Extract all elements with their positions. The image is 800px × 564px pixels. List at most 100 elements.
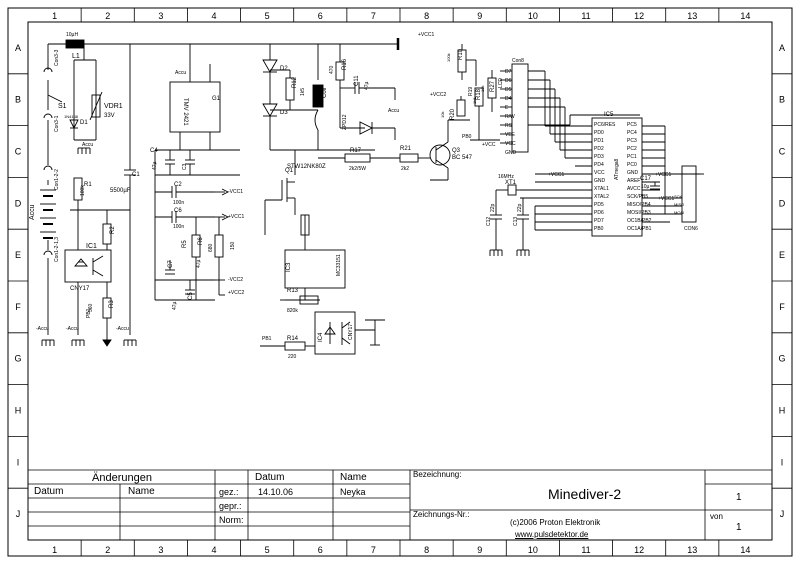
row-marker: A	[779, 43, 785, 53]
mcu-pin-left: PD1	[594, 138, 604, 144]
label-r27: R27	[490, 80, 496, 92]
label-c7_val: 47µ	[196, 259, 202, 268]
isp-pin: MOSI	[674, 210, 684, 215]
title-block-lines	[28, 469, 772, 540]
lcd-pin-vcc: VCC	[505, 141, 516, 147]
mcu-pin-right: PC1	[627, 154, 637, 160]
norm-label: Norm:	[219, 515, 244, 525]
label-r17_val: 2k2/5W	[349, 166, 366, 172]
row-marker: B	[779, 95, 785, 105]
column-marker: 12	[634, 11, 644, 21]
row-marker: J	[16, 509, 21, 519]
mcu-pin-right: SCK/PB5	[627, 194, 648, 200]
sheet-number: 1	[736, 492, 742, 503]
label-r20_val: 10k	[440, 112, 445, 118]
label-c1_val: 5500µF	[110, 188, 131, 194]
row-marker: H	[15, 406, 22, 416]
drawn-label: gez.:	[219, 487, 239, 497]
changes-header: Änderungen	[92, 472, 152, 484]
isp-pin: MISO	[674, 202, 684, 207]
label-q3_part: BC 547	[452, 155, 473, 161]
label-c4_val: 47µ	[152, 161, 158, 170]
label-ic5_part: ATmega8	[614, 158, 620, 180]
label-c2_val: 100n	[173, 200, 184, 206]
row-marker: B	[15, 95, 21, 105]
column-marker: 7	[371, 545, 376, 555]
mcu-pin-left: PC6/RES	[594, 122, 616, 128]
label-r6: R6	[198, 237, 204, 245]
label-r20: R20	[450, 108, 456, 120]
mcu-pin-right: PC3	[627, 138, 637, 144]
lcd-pin-d7: D7	[505, 69, 512, 75]
label-minus-accu-1: -Accu	[36, 326, 49, 332]
isp-pin: SCK	[674, 194, 683, 199]
label-accu: Accu	[29, 204, 36, 220]
column-marker: 9	[477, 11, 482, 21]
label-ic1_part: CNY17	[70, 286, 90, 292]
column-marker: 10	[528, 545, 538, 555]
label-con6: CON6	[684, 226, 698, 232]
label-vcc2-q3: +VCC2	[430, 92, 446, 98]
label-r6_val: 150	[230, 241, 236, 250]
label-con8: Con8	[512, 58, 524, 64]
column-marker: 13	[687, 11, 697, 21]
label-c12: C12	[486, 217, 492, 226]
label-minus-accu-3: -Accu	[116, 326, 129, 332]
label-r12: R12	[292, 76, 298, 88]
column-marker: 1	[52, 11, 57, 21]
inner-frame	[27, 21, 773, 541]
row-marker: H	[779, 406, 786, 416]
col-datum: Datum	[34, 486, 64, 497]
row-marker: F	[779, 302, 785, 312]
mcu-pin-left: XTAL2	[594, 194, 609, 200]
row-marker: F	[15, 302, 21, 312]
mcu-pin-left: PD6	[594, 210, 604, 216]
label-c13: C13	[513, 217, 519, 226]
label-r17: R17	[350, 148, 362, 154]
wiring	[40, 38, 704, 355]
label-c6_val: 100n	[173, 224, 184, 230]
column-marker: 12	[634, 545, 644, 555]
mcu-pin-left: GND	[594, 178, 606, 184]
label-ic3: IC3	[286, 262, 292, 272]
label-r1: R1	[84, 182, 92, 188]
column-marker: 8	[424, 11, 429, 21]
label-r18: R18	[476, 88, 482, 100]
column-marker: 10	[528, 11, 538, 21]
lcd-pin-rs: RS	[505, 123, 513, 129]
checked-label: gepr.:	[219, 501, 242, 511]
row-marker: E	[779, 250, 785, 260]
label-ic1: IC1	[86, 243, 97, 250]
mcu-pin-left: PD2	[594, 146, 604, 152]
mcu-pin-left: PD4	[594, 162, 604, 168]
lcd-pin-rw: R/W	[505, 114, 515, 120]
label-r5: R5	[182, 240, 188, 248]
label-r21: R21	[400, 146, 412, 152]
lcd-pin-vee: VEE	[505, 132, 516, 138]
label-c7: C7	[168, 260, 174, 268]
mcu-pin-left: PD5	[594, 202, 604, 208]
column-marker: 3	[158, 11, 163, 21]
row-marker: C	[15, 147, 22, 157]
mcu-pin-right: MOSI/PB3	[627, 210, 651, 216]
label-q1: Q1	[285, 168, 294, 174]
row-marker: D	[15, 198, 22, 208]
column-marker: 13	[687, 545, 697, 555]
label-c17_val: 10µ	[641, 184, 650, 190]
label-r10_val: 100k	[446, 53, 451, 62]
lcd-pin-d4: D4	[505, 96, 512, 102]
label-r27_val: 10k	[480, 86, 485, 92]
label-r2: R2	[110, 226, 116, 234]
row-marker: I	[17, 457, 20, 467]
label-ic3_part: MC33151	[336, 254, 342, 276]
designation-label: Bezeichnung:	[413, 470, 462, 479]
row-marker: E	[15, 250, 21, 260]
label-d1: D1	[80, 120, 88, 126]
label-r10: R10	[458, 48, 464, 60]
label-r3_val: 560	[88, 303, 94, 312]
row-marker: I	[781, 457, 784, 467]
mcu-pin-right: MISO/PB4	[627, 202, 651, 208]
date-header: Datum	[255, 472, 285, 483]
label-c4: C4	[150, 148, 158, 154]
